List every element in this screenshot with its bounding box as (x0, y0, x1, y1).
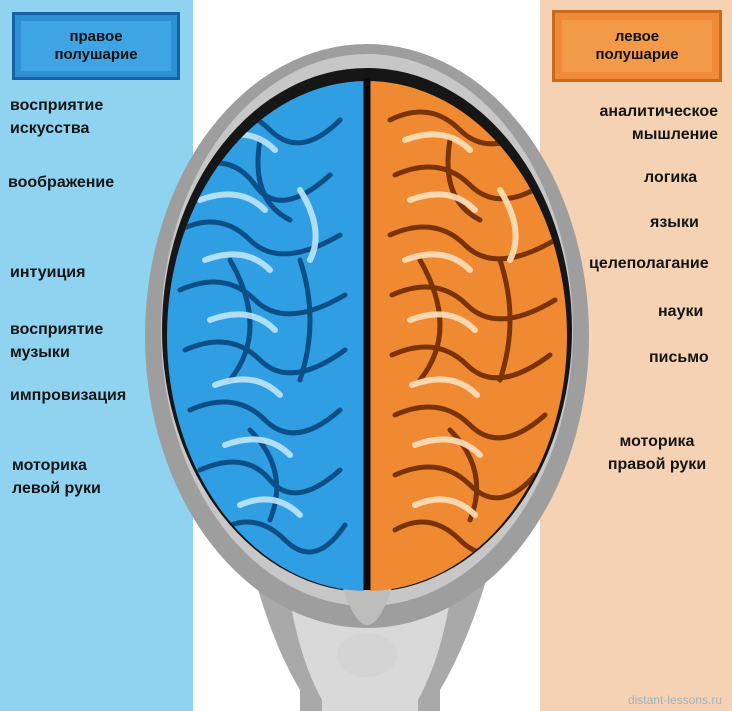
function-logic: логика (644, 169, 698, 186)
function-languages: языки (650, 214, 699, 231)
function-improvisation: импровизация (10, 387, 127, 404)
function-goal-setting: целеполагание (589, 255, 709, 272)
function-imagination: воображение (8, 174, 115, 191)
right-hemisphere-title: правое полушарие (54, 28, 138, 63)
right-hemisphere-title-badge: правое полушарие (12, 12, 180, 80)
function-intuition: интуиция (10, 264, 86, 281)
function-art-perception: восприятие искусства (10, 97, 104, 137)
watermark: distant-lessons.ru (627, 693, 722, 707)
function-music-perception: восприятие музыки (10, 321, 104, 361)
left-hemisphere-title-badge: левое полушарие (552, 10, 722, 82)
function-analytical-thinking: аналитическое мышление (599, 103, 718, 143)
left-hemisphere-title: левое полушарие (595, 28, 679, 63)
function-writing: письмо (649, 349, 709, 366)
function-left-hand-motor: моторика левой руки (12, 457, 101, 497)
left-hemisphere-brain (370, 81, 567, 591)
function-sciences: науки (658, 303, 704, 320)
function-right-hand-motor: моторика правой руки (607, 433, 707, 473)
right-hemisphere-brain (167, 81, 364, 591)
